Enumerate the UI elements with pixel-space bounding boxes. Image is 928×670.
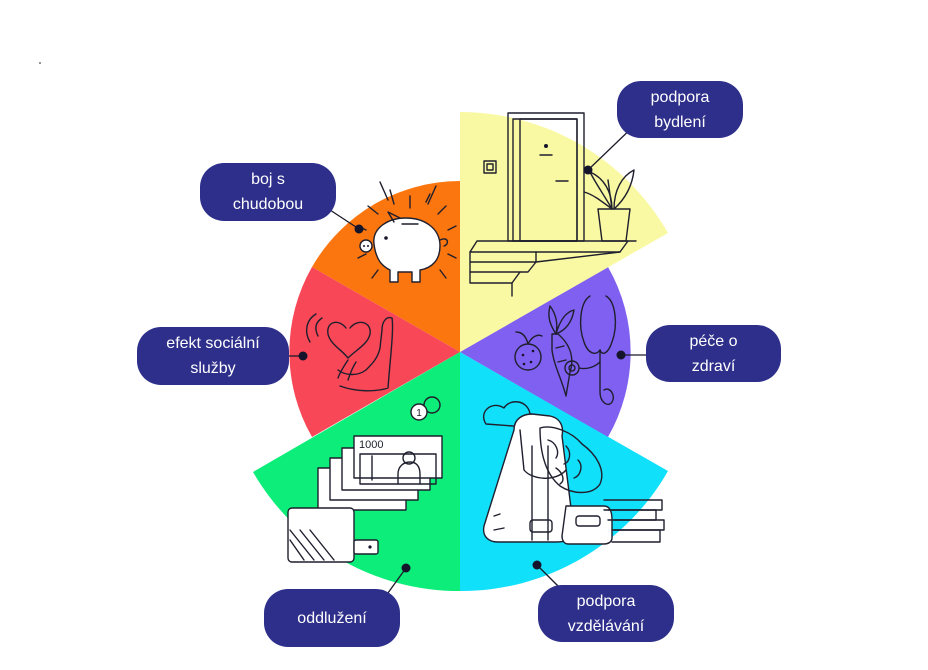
connector-socialni [287,351,308,361]
orange-icon [514,331,543,371]
banknotes-icon: 1000 [317,435,443,511]
label-oddluzeni: oddlužení [264,589,400,647]
door-icon [469,112,637,297]
label-podpora-bydleni: podpora bydlení [617,81,743,138]
banknote-value: 1000 [359,439,383,451]
segment-efekt-socialni-sluzby [289,267,460,437]
connector-zdravi [616,350,648,360]
carrot-icon [548,305,575,397]
label-boj-s-chudobou: boj s chudobou [200,163,336,221]
label-efekt-socialni-sluzby: efekt sociální služby [137,327,289,385]
coins-icon: 1 [410,396,441,421]
label-podpora-vzdelavani: podpora vzdělávání [538,585,674,642]
connector-chudoba [329,209,364,234]
label-pece-o-zdravi: péče o zdraví [646,325,781,382]
coin-value: 1 [416,408,422,419]
stethoscope-icon [564,295,617,406]
books-icon [603,499,665,543]
heart-hand-icon [305,313,394,392]
stray-dot [39,62,41,64]
backpack-icon [482,401,613,545]
segment-pece-o-zdravi [460,267,631,437]
wallet-icon [287,507,379,563]
